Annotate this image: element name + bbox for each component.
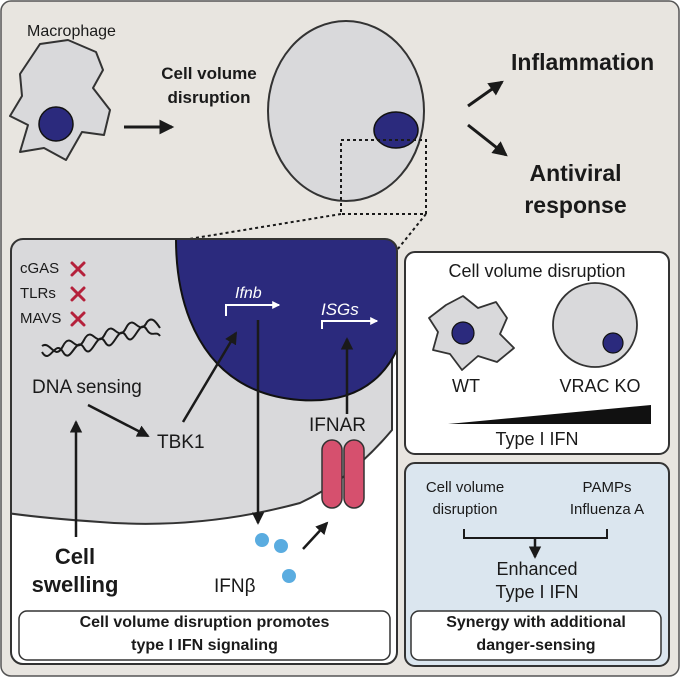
- synergy-input-right-line2: Influenza A: [569, 501, 645, 518]
- x-mark-cgas: [70, 261, 86, 277]
- arrow-dna-to-tbk1: [87, 403, 150, 438]
- type-i-ifn-label: Type I IFN: [495, 429, 579, 449]
- antiviral-label-line2: response: [524, 192, 627, 218]
- stimulus-label-line1: Cell volume: [161, 64, 257, 83]
- synergy-input-right-line1: PAMPs: [582, 479, 632, 496]
- x-mark-mavs: [70, 311, 86, 327]
- wt-nucleus: [451, 321, 475, 345]
- ifnb-gene-arrow: [225, 301, 281, 316]
- nucleus-region: [174, 239, 397, 402]
- signaling-caption-line2: type I IFN signaling: [131, 637, 278, 654]
- sensor-x-marks: [70, 261, 86, 327]
- sensor-mavs: MAVS: [20, 310, 62, 327]
- antiviral-label-line1: Antiviral: [529, 160, 622, 186]
- vrac-ko-label: VRAC KO: [559, 376, 641, 396]
- synergy-caption-line1: Synergy with additional: [446, 614, 626, 631]
- cell-swelling-line2: swelling: [31, 572, 119, 597]
- dna-sensing-label: DNA sensing: [32, 377, 142, 398]
- sensor-tlrs: TLRs: [20, 285, 56, 302]
- isgs-gene-arrow: [321, 317, 379, 329]
- synergy-input-left-line1: Cell volume: [425, 479, 505, 496]
- enhanced-ifn-line1: Enhanced: [496, 559, 578, 579]
- vrac-panel-title: Cell volume disruption: [448, 261, 626, 281]
- wt-label: WT: [452, 376, 480, 396]
- arrow-to-inflammation: [467, 80, 504, 108]
- dna-icon: [41, 318, 161, 357]
- ifnar-receptor: [321, 439, 365, 509]
- macrophage-cell: [9, 39, 111, 161]
- vrac-ko-nucleus: [602, 332, 624, 354]
- enhanced-ifn-line2: Type I IFN: [495, 582, 579, 602]
- zoom-box: [340, 139, 427, 215]
- vrac-ko-cell: [552, 282, 638, 368]
- arrow-tbk1-to-ifnb: [181, 331, 238, 423]
- ifnb-molecules: [255, 533, 296, 583]
- synergy-input-left-line2: disruption: [432, 501, 498, 518]
- swollen-cell-nucleus: [373, 111, 419, 149]
- sensor-cgas: cGAS: [20, 260, 60, 277]
- isgs-gene-label: ISGs: [321, 300, 359, 319]
- stimulus-label-line2: disruption: [167, 88, 251, 107]
- arrow-to-antiviral: [467, 123, 508, 157]
- ifnb-protein-label: IFNβ: [214, 576, 256, 597]
- swollen-cell: [267, 20, 425, 202]
- synergy-caption-box: [410, 610, 662, 661]
- tbk1-label: TBK1: [157, 432, 205, 453]
- ifnar-label: IFNAR: [309, 415, 366, 436]
- x-mark-tlrs: [70, 286, 86, 302]
- zoom-line-right: [396, 213, 427, 251]
- synergy-caption-line2: danger-sensing: [476, 637, 596, 654]
- cell-swelling-line1: Cell: [54, 544, 96, 569]
- arrow-ifnb-to-ifnar: [302, 521, 329, 550]
- inflammation-label: Inflammation: [511, 49, 655, 75]
- signaling-caption-box: [18, 610, 391, 661]
- signaling-caption-line1: Cell volume disruption promotes: [79, 614, 330, 631]
- macrophage-label: Macrophage: [27, 23, 116, 40]
- ifnb-gene-label: Ifnb: [235, 285, 262, 302]
- type-i-ifn-wedge: [448, 405, 651, 424]
- macrophage-nucleus: [38, 106, 74, 142]
